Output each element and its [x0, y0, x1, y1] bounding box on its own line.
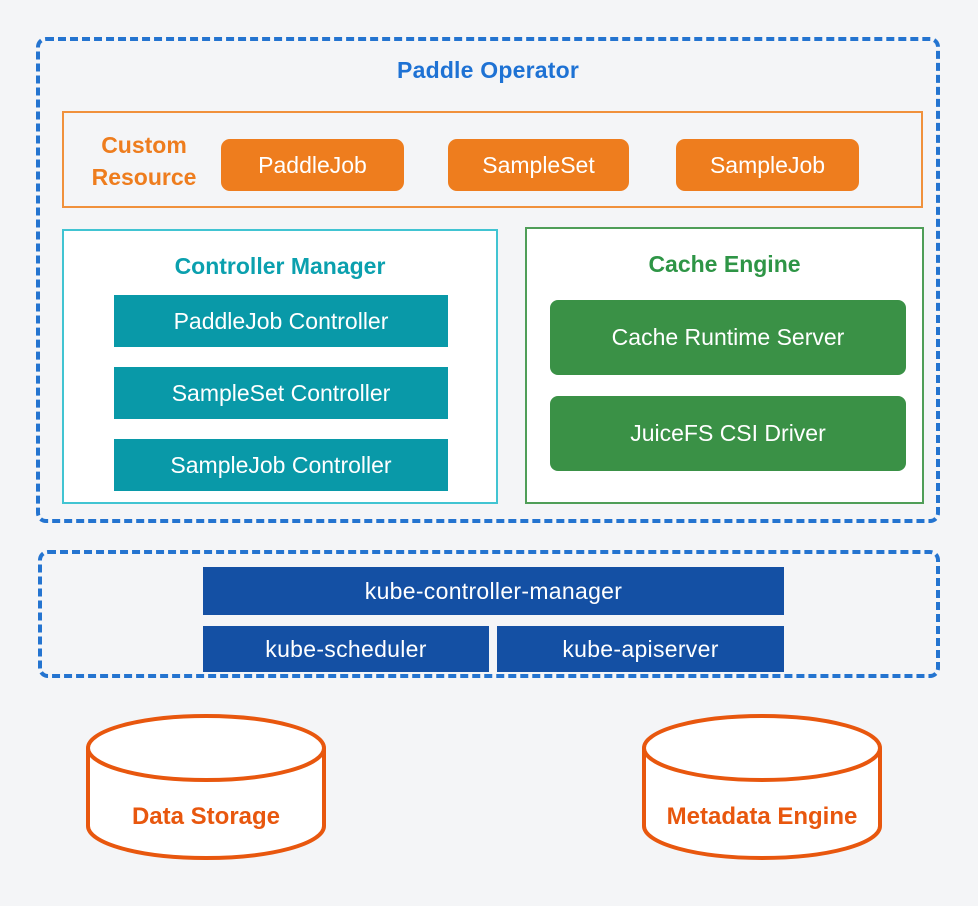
paddle-operator-box: Paddle Operator Custom Resource PaddleJo…: [36, 37, 940, 523]
custom-resource-samplejob: SampleJob: [676, 139, 859, 191]
cache-runtime-server-block: Cache Runtime Server: [550, 300, 906, 375]
cache-engine-title: Cache Engine: [648, 251, 801, 277]
controller-manager-title: Controller Manager: [174, 253, 386, 279]
custom-resource-sampleset: SampleSet: [448, 139, 629, 191]
paddlejob-controller-block: PaddleJob Controller: [114, 295, 448, 347]
metadata-engine-cylinder: Metadata Engine: [642, 714, 882, 860]
juicefs-csi-driver-block: JuiceFS CSI Driver: [550, 396, 906, 471]
kube-scheduler-block: kube-scheduler: [203, 626, 489, 672]
custom-resource-box: Custom Resource PaddleJob SampleSet Samp…: [62, 111, 923, 208]
data-storage-cylinder: Data Storage: [86, 714, 326, 860]
data-storage-label: Data Storage: [132, 803, 280, 830]
paddle-operator-title: Paddle Operator: [397, 57, 579, 83]
kubernetes-box: kube-controller-manager kube-scheduler k…: [38, 550, 940, 678]
sampleset-controller-block: SampleSet Controller: [114, 367, 448, 419]
metadata-engine-label: Metadata Engine: [667, 803, 858, 830]
cache-engine-box: Cache Engine Cache Runtime Server JuiceF…: [525, 227, 924, 504]
cylinder-top: [642, 714, 882, 782]
controller-manager-box: Controller Manager PaddleJob Controller …: [62, 229, 498, 504]
kube-apiserver-block: kube-apiserver: [497, 626, 784, 672]
custom-resource-paddlejob: PaddleJob: [221, 139, 404, 191]
custom-resource-label: Custom Resource: [91, 132, 197, 190]
cylinder-top: [86, 714, 326, 782]
samplejob-controller-block: SampleJob Controller: [114, 439, 448, 491]
kube-controller-manager-block: kube-controller-manager: [203, 567, 784, 615]
